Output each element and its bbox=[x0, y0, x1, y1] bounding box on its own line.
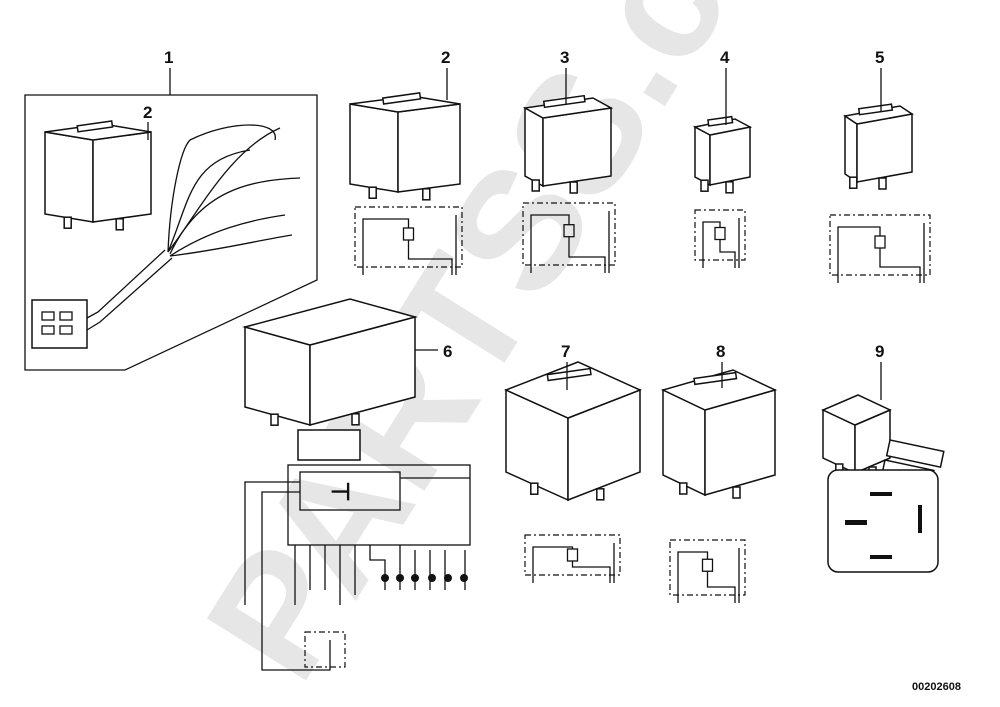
relay-right-face bbox=[856, 113, 913, 183]
terminal-pin bbox=[679, 482, 688, 495]
schematic-part-2 bbox=[354, 206, 463, 275]
terminal-pin bbox=[531, 179, 540, 192]
terminal-pin bbox=[422, 188, 431, 201]
callout-8[interactable]: 8 bbox=[716, 342, 725, 361]
callout-4[interactable]: 4 bbox=[720, 48, 730, 67]
terminal-pin bbox=[368, 186, 377, 199]
terminal-pin bbox=[270, 413, 279, 426]
terminal-pin bbox=[569, 181, 578, 194]
schematic-part-3 bbox=[522, 202, 616, 273]
callout-2-kit[interactable]: 2 bbox=[143, 103, 152, 122]
callout-9[interactable]: 9 bbox=[875, 342, 884, 361]
relay-top-ridge bbox=[857, 103, 894, 116]
relay-part-5[interactable] bbox=[843, 68, 914, 190]
terminal-pin bbox=[732, 486, 741, 499]
coil-symbol bbox=[874, 235, 886, 249]
relay-top-ridge bbox=[542, 94, 586, 109]
terminal-pin bbox=[115, 218, 124, 231]
relay-top-ridge bbox=[76, 120, 114, 133]
relay-right-face bbox=[542, 107, 612, 187]
transistor-symbol: ⊣ bbox=[330, 479, 351, 506]
schematic-part-7 bbox=[524, 534, 621, 583]
pin-slot bbox=[870, 492, 892, 496]
relay-part-2[interactable] bbox=[349, 68, 461, 201]
terminal-pin bbox=[700, 179, 709, 192]
wiring-harness bbox=[31, 124, 301, 349]
part-1-kit[interactable] bbox=[24, 68, 318, 371]
callout-3[interactable]: 3 bbox=[560, 48, 569, 67]
relay-part-7[interactable] bbox=[504, 361, 642, 502]
relay-top-face bbox=[821, 394, 892, 426]
schematic-part-4 bbox=[694, 209, 746, 268]
relay-right-face bbox=[397, 103, 461, 193]
kit-frame bbox=[24, 94, 318, 371]
relay-part-3[interactable] bbox=[522, 68, 614, 194]
relay-left-face bbox=[349, 103, 399, 193]
schematic-part-8 bbox=[669, 539, 746, 603]
relay-top-ridge bbox=[693, 371, 738, 386]
relay-part-9[interactable] bbox=[821, 362, 892, 479]
terminal-pin bbox=[63, 216, 72, 229]
pin-slot bbox=[870, 555, 892, 559]
relay-left-face bbox=[694, 125, 711, 187]
relay-part-2-kit[interactable] bbox=[44, 120, 152, 231]
relay-top-face bbox=[504, 361, 642, 419]
spade-terminal bbox=[885, 439, 945, 468]
relay-part-8[interactable] bbox=[660, 362, 778, 499]
terminal-pin bbox=[725, 181, 734, 194]
coil-symbol bbox=[701, 558, 714, 572]
relay-part-4[interactable] bbox=[692, 68, 753, 194]
connector-plug bbox=[31, 299, 88, 349]
callout-labels: 1 2 2 3 4 5 6 7 8 9 00202608 bbox=[143, 48, 961, 693]
relay-6-base bbox=[297, 429, 361, 461]
callout-5[interactable]: 5 bbox=[875, 48, 884, 67]
terminal-pin bbox=[530, 482, 539, 495]
relay-part-6[interactable] bbox=[242, 298, 418, 426]
pin-slot bbox=[845, 520, 867, 525]
callout-6[interactable]: 6 bbox=[443, 342, 452, 361]
relay-top-ridge bbox=[381, 92, 422, 105]
relay-9-bottom-view bbox=[827, 469, 939, 573]
terminal-pin bbox=[351, 413, 360, 426]
terminal-pin bbox=[596, 488, 605, 501]
relay-right-face bbox=[709, 126, 751, 186]
terminal-pin bbox=[878, 177, 887, 190]
relay-left-face bbox=[844, 114, 858, 184]
coil-symbol bbox=[714, 226, 726, 241]
relay-top-ridge bbox=[546, 367, 592, 382]
schematic-part-5 bbox=[829, 214, 931, 283]
relay-left-face bbox=[44, 131, 94, 223]
pin-slot bbox=[918, 505, 922, 533]
callout-7[interactable]: 7 bbox=[561, 342, 570, 361]
relay-right-face bbox=[92, 131, 152, 223]
coil-symbol bbox=[566, 548, 579, 562]
callout-1[interactable]: 1 bbox=[164, 48, 173, 67]
drawing-id: 00202608 bbox=[912, 681, 961, 693]
callout-2[interactable]: 2 bbox=[441, 48, 450, 67]
terminal-pin bbox=[849, 176, 858, 189]
relay-left-face bbox=[524, 106, 544, 188]
schematic-part-6: ⊣ bbox=[244, 464, 471, 671]
relay-top-face bbox=[242, 298, 418, 346]
